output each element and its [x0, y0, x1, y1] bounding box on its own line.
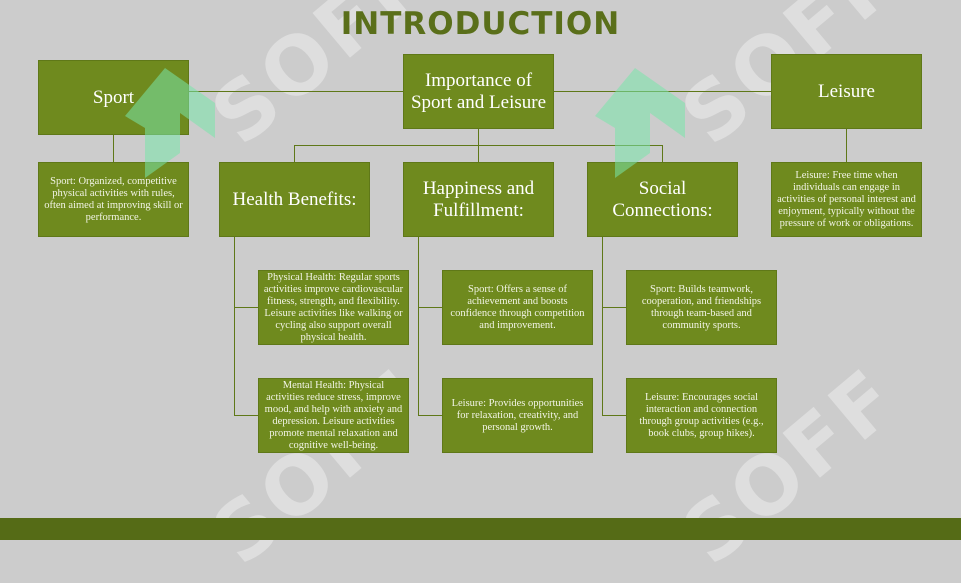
node-leisure-label: Leisure	[818, 80, 875, 102]
node-social: Social Connections:	[587, 162, 738, 237]
connector-line	[478, 129, 479, 145]
footer-bar	[0, 518, 961, 540]
node-happiness-sport: Sport: Offers a sense of achievement and…	[442, 270, 593, 345]
node-happiness: Happiness and Fulfillment:	[403, 162, 554, 237]
node-importance-label: Importance of Sport and Leisure	[410, 69, 547, 113]
node-sport: Sport	[38, 60, 189, 135]
node-social-label: Social Connections:	[612, 177, 713, 221]
node-health-benefits-label: Health Benefits:	[232, 188, 357, 210]
node-happiness-label: Happiness and Fulfillment:	[422, 177, 535, 221]
connector-line	[554, 91, 771, 92]
node-leisure: Leisure	[771, 54, 922, 129]
connector-line	[602, 307, 626, 308]
page-title: INTRODUCTION	[340, 6, 621, 42]
node-mental-health-text: Mental Health: Physical activities reduc…	[264, 379, 403, 451]
node-social-sport: Sport: Builds teamwork, cooperation, and…	[626, 270, 777, 345]
node-importance: Importance of Sport and Leisure	[403, 54, 554, 129]
node-social-sport-text: Sport: Builds teamwork, cooperation, and…	[641, 283, 762, 331]
connector-line	[602, 237, 603, 415]
node-health-benefits: Health Benefits:	[219, 162, 370, 237]
connector-line	[418, 237, 419, 415]
connector-line	[234, 307, 258, 308]
connector-line	[234, 237, 235, 415]
connector-line	[418, 307, 442, 308]
node-leisure-definition: Leisure: Free time when individuals can …	[771, 162, 922, 237]
connector-line	[189, 91, 403, 92]
node-social-leisure: Leisure: Encourages social interaction a…	[626, 378, 777, 453]
connector-line	[418, 415, 442, 416]
node-physical-health-text: Physical Health: Regular sports activiti…	[263, 271, 404, 343]
connector-line	[113, 135, 114, 162]
node-mental-health: Mental Health: Physical activities reduc…	[258, 378, 409, 453]
connector-line	[294, 145, 295, 162]
connector-line	[602, 415, 626, 416]
connector-line	[478, 145, 479, 162]
node-social-leisure-text: Leisure: Encourages social interaction a…	[639, 391, 764, 439]
node-happiness-leisure: Leisure: Provides opportunities for rela…	[442, 378, 593, 453]
connector-line	[234, 415, 258, 416]
connector-line	[662, 145, 663, 162]
node-happiness-sport-text: Sport: Offers a sense of achievement and…	[450, 283, 585, 331]
node-sport-label: Sport	[92, 86, 135, 108]
node-physical-health: Physical Health: Regular sports activiti…	[258, 270, 409, 345]
node-sport-definition-text: Sport: Organized, competitive physical a…	[44, 175, 183, 223]
node-leisure-definition-text: Leisure: Free time when individuals can …	[777, 169, 916, 229]
node-sport-definition: Sport: Organized, competitive physical a…	[38, 162, 189, 237]
node-happiness-leisure-text: Leisure: Provides opportunities for rela…	[451, 397, 584, 433]
connector-line	[846, 129, 847, 162]
